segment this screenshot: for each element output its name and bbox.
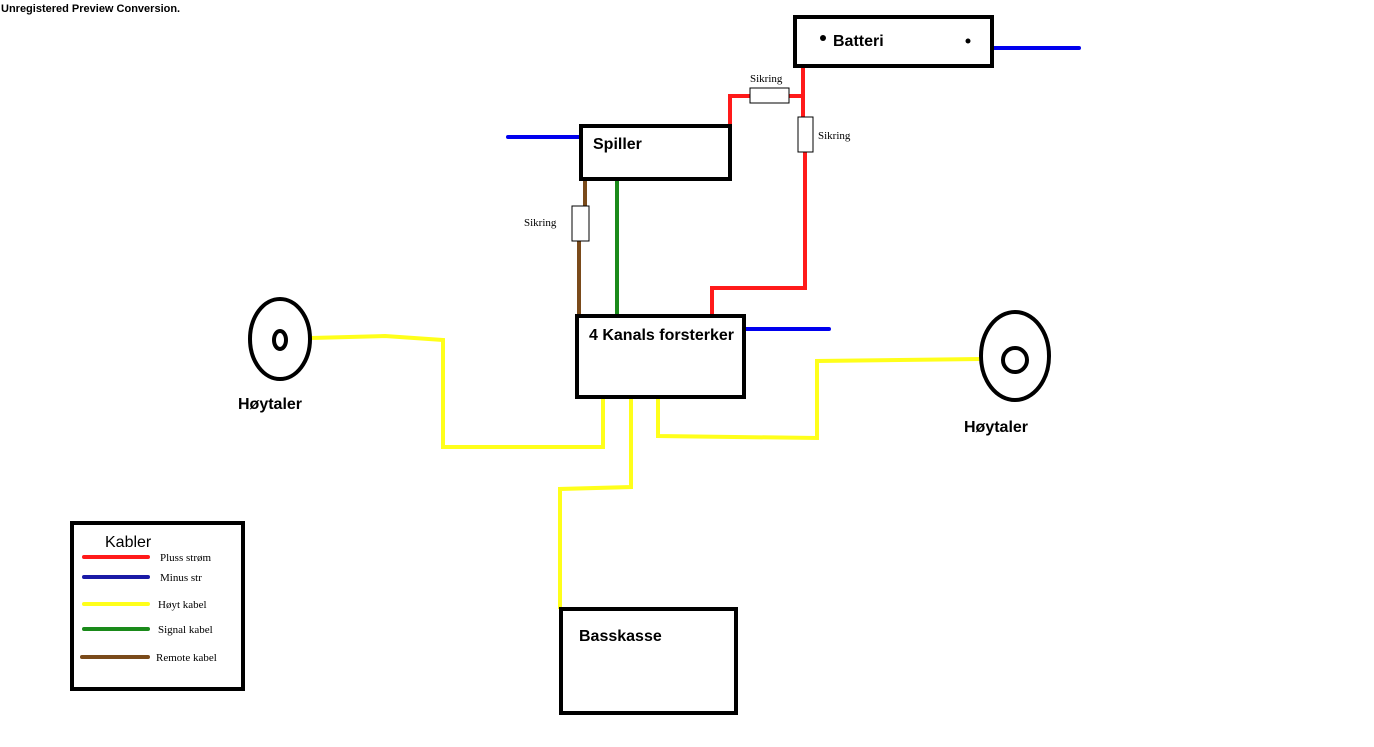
speaker-wires — [310, 333, 982, 609]
plus-wire-player — [728, 94, 750, 126]
speaker-wire-right — [656, 357, 982, 441]
speaker-left-label: Høytaler — [238, 396, 302, 413]
speaker-right: Høytaler — [964, 310, 1051, 436]
speaker-right-label: Høytaler — [964, 419, 1028, 436]
watermark-text: Unregistered Preview Conversion. — [1, 3, 180, 15]
plus-wires — [710, 66, 807, 316]
speaker-left-icon — [248, 297, 312, 381]
subwoofer-box: Basskasse — [559, 607, 738, 715]
battery-terminal-plus — [820, 35, 826, 41]
legend-label-0: Pluss strøm — [160, 552, 211, 564]
legend-label-3: Signal kabel — [158, 624, 213, 636]
speaker-wire-sub — [558, 398, 633, 609]
fuse-remote-label: Sikring — [524, 217, 557, 229]
fuse-top-label: Sikring — [750, 73, 783, 85]
fuse-right-label: Sikring — [818, 130, 851, 142]
player-box: Spiller — [579, 124, 732, 181]
subwoofer-label: Basskasse — [579, 628, 662, 645]
fuse-right — [797, 116, 814, 153]
remote-wires — [577, 180, 587, 316]
player-label: Spiller — [593, 136, 642, 153]
fuse-top — [749, 87, 790, 104]
plus-wire-amplifier — [710, 152, 807, 316]
speaker-right-icon — [979, 310, 1051, 402]
amplifier-box: 4 Kanals forsterker — [575, 314, 746, 399]
speaker-wire-left — [310, 333, 605, 449]
battery-terminal-minus — [965, 38, 971, 44]
legend-label-2: Høyt kabel — [158, 599, 207, 611]
plus-wire-battery-top — [789, 66, 805, 98]
minus-wires — [506, 46, 1081, 331]
speaker-left: Høytaler — [238, 297, 312, 413]
legend-label-4: Remote kabel — [156, 652, 217, 664]
battery-box: Batteri — [793, 15, 994, 68]
amplifier-label: 4 Kanals forsterker — [589, 327, 734, 344]
legend-label-1: Minus str — [160, 572, 202, 584]
battery-label: Batteri — [833, 33, 884, 50]
fuse-remote — [571, 205, 590, 242]
legend-title: Kabler — [105, 534, 152, 551]
